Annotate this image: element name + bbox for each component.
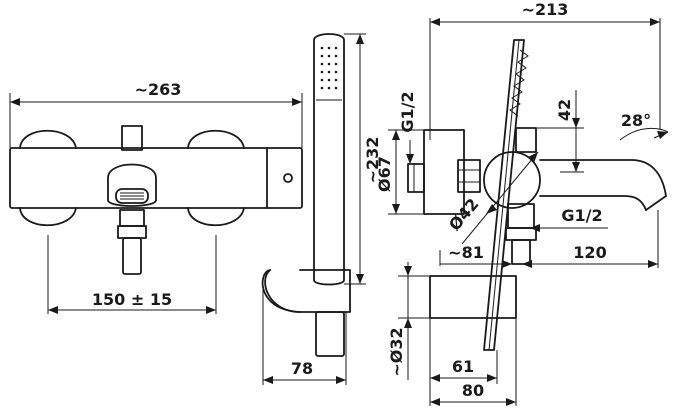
spout-length-label: 120 bbox=[573, 243, 606, 262]
hose-coil bbox=[509, 49, 529, 117]
holder-width-label: 78 bbox=[291, 359, 313, 378]
inlet-thread-label: G1/2 bbox=[398, 91, 417, 132]
hand-shower-view: ~232 78 bbox=[261, 33, 382, 385]
hand-shower-length-label: ~232 bbox=[363, 137, 382, 184]
body-diameter-label: Ø67 bbox=[375, 156, 394, 192]
overall-side-width-label: ~213 bbox=[522, 0, 569, 19]
connection-spacing-label: 150 ± 15 bbox=[92, 290, 172, 309]
offset-81-label: ~81 bbox=[448, 243, 484, 262]
height-42-label: 42 bbox=[555, 99, 574, 121]
overall-width-label: ~263 bbox=[135, 80, 182, 99]
knob-diameter-label: Ø42 bbox=[445, 195, 483, 235]
outlet-thread-label: G1/2 bbox=[561, 206, 602, 225]
side-view: ~213 G1/2 Ø67 42 28° Ø42 G1/2 bbox=[375, 0, 669, 406]
holder-diameter-label: ~Ø32 bbox=[387, 327, 406, 376]
holder-depth-80-label: 80 bbox=[462, 381, 484, 400]
front-view: ~263 150 ± 15 bbox=[9, 80, 303, 314]
spray-nozzles bbox=[320, 46, 338, 90]
holder-depth-61-label: 61 bbox=[452, 357, 474, 376]
spout-angle-label: 28° bbox=[621, 111, 651, 130]
